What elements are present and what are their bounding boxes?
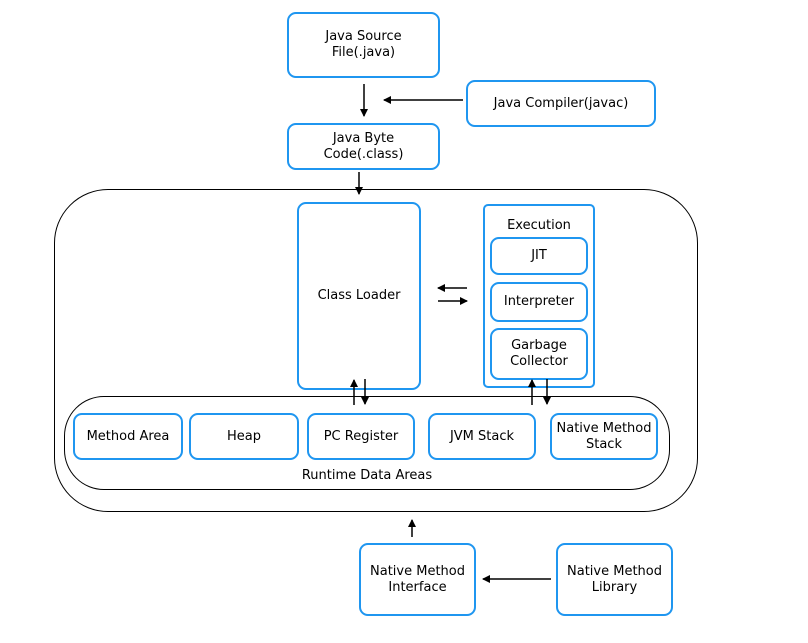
native-method-stack-node: Native Method Stack [550, 413, 658, 460]
heap-node: Heap [189, 413, 299, 460]
java-source-file-node: Java Source File(.java) [287, 12, 440, 78]
java-compiler-node: Java Compiler(javac) [466, 80, 656, 127]
method-area-node: Method Area [73, 413, 183, 460]
native-method-library-node: Native Method Library [556, 543, 673, 616]
runtime-data-areas-container [64, 396, 670, 490]
class-loader-node: Class Loader [297, 202, 421, 390]
execution-label: Execution [507, 218, 571, 233]
java-byte-code-node: Java Byte Code(.class) [287, 123, 440, 170]
jvm-container [54, 189, 698, 512]
pc-register-node: PC Register [307, 413, 415, 460]
runtime-data-areas-label: Runtime Data Areas [301, 468, 433, 483]
jit-node: JIT [490, 237, 588, 275]
native-method-interface-node: Native Method Interface [359, 543, 476, 616]
jvm-stack-node: JVM Stack [428, 413, 536, 460]
garbage-collector-node: Garbage Collector [490, 328, 588, 380]
interpreter-node: Interpreter [490, 282, 588, 322]
